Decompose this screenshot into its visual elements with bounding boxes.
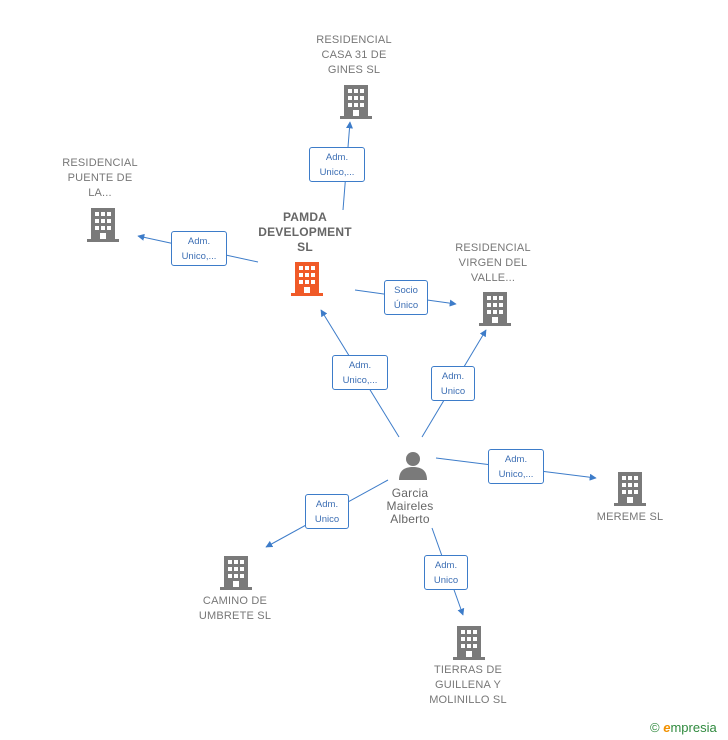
- edge-label-line: Adm.: [441, 371, 465, 382]
- edge-label-line: Adm.: [325, 152, 349, 163]
- node-label-line: CASA 31 DE: [321, 49, 387, 61]
- node-label-line: TIERRAS DE: [433, 664, 502, 676]
- node-label-tierras: TIERRAS DE GUILLENA Y MOLINILLO SL: [408, 663, 528, 708]
- node-label-line: MOLINILLO SL: [429, 694, 507, 706]
- person-icon[interactable]: [398, 450, 428, 485]
- edge-label-line: Adm.: [434, 560, 458, 571]
- edge-label-line: Unico,...: [498, 469, 534, 480]
- node-label-line: VALLE...: [470, 272, 516, 284]
- edge-label-line: Unico,...: [342, 375, 378, 386]
- edge-label-garcia-tierras[interactable]: Adm. Unico: [424, 555, 468, 590]
- node-label-line: PAMDA: [282, 210, 328, 224]
- node-label-mereme: MEREME SL: [570, 510, 690, 525]
- building-icon[interactable]: [479, 290, 511, 331]
- node-label-puente: RESIDENCIAL PUENTE DE LA...: [40, 156, 160, 201]
- node-label-line: SL: [297, 240, 313, 254]
- edge-label-line: Adm.: [315, 499, 339, 510]
- edge-label-line: Adm.: [187, 236, 211, 247]
- building-icon[interactable]: [87, 206, 119, 247]
- node-label-line: RESIDENCIAL: [316, 34, 392, 46]
- brand-initial: e: [663, 720, 671, 735]
- copyright-symbol: ©: [650, 720, 660, 735]
- edge-label-line: Unico: [433, 575, 459, 586]
- node-label-line: GUILLENA Y: [435, 679, 501, 691]
- edge-label-line: Adm.: [504, 454, 528, 465]
- edge-label-garcia-pamda[interactable]: Adm. Unico,...: [332, 355, 388, 390]
- edge-label-pamda-puente[interactable]: Adm. Unico,...: [171, 231, 227, 266]
- edge-label-line: Adm.: [348, 360, 372, 371]
- edge-label-garcia-virgen[interactable]: Adm. Unico: [431, 366, 475, 401]
- edge-label-line: Unico: [314, 514, 340, 525]
- node-label-line: Maireles: [386, 499, 434, 513]
- building-icon[interactable]: [291, 260, 323, 301]
- node-label-line: CAMINO DE: [202, 595, 268, 607]
- node-label-line: Garcia: [391, 486, 429, 500]
- edge-label-pamda-casa31[interactable]: Adm. Unico,...: [309, 147, 365, 182]
- building-icon[interactable]: [614, 470, 646, 511]
- node-label-line: MEREME SL: [596, 511, 664, 523]
- edge-label-line: Unico: [440, 386, 466, 397]
- node-label-line: UMBRETE SL: [198, 610, 272, 622]
- edge-label-line: Único: [393, 300, 419, 311]
- node-label-line: GINES SL: [327, 64, 381, 76]
- edge-label-line: Unico,...: [181, 251, 217, 262]
- node-label-line: Alberto: [390, 512, 430, 526]
- building-icon[interactable]: [220, 554, 252, 595]
- edge-label-garcia-camino[interactable]: Adm. Unico: [305, 494, 349, 529]
- brand-name: mpresia: [670, 720, 717, 735]
- node-label-camino: CAMINO DE UMBRETE SL: [175, 594, 295, 624]
- node-label-line: VIRGEN DEL: [458, 257, 528, 269]
- node-label-line: LA...: [88, 187, 112, 199]
- edge-label-garcia-mereme[interactable]: Adm. Unico,...: [488, 449, 544, 484]
- node-label-casa31: RESIDENCIAL CASA 31 DE GINES SL: [294, 33, 414, 78]
- node-label-line: PUENTE DE: [67, 172, 133, 184]
- node-label-line: RESIDENCIAL: [455, 242, 531, 254]
- building-icon[interactable]: [340, 83, 372, 124]
- edge-label-pamda-virgen[interactable]: Socio Único: [384, 280, 428, 315]
- brand-logo[interactable]: © empresia: [650, 720, 717, 735]
- node-label-pamda: PAMDA DEVELOPMENT SL: [245, 210, 365, 255]
- node-label-virgen: RESIDENCIAL VIRGEN DEL VALLE...: [433, 241, 553, 286]
- edge-label-line: Unico,...: [319, 167, 355, 178]
- node-label-garcia: Garcia Maireles Alberto: [360, 487, 460, 526]
- node-label-line: DEVELOPMENT: [258, 225, 352, 239]
- building-icon[interactable]: [453, 624, 485, 665]
- node-label-line: RESIDENCIAL: [62, 157, 138, 169]
- edge-label-line: Socio: [394, 285, 418, 296]
